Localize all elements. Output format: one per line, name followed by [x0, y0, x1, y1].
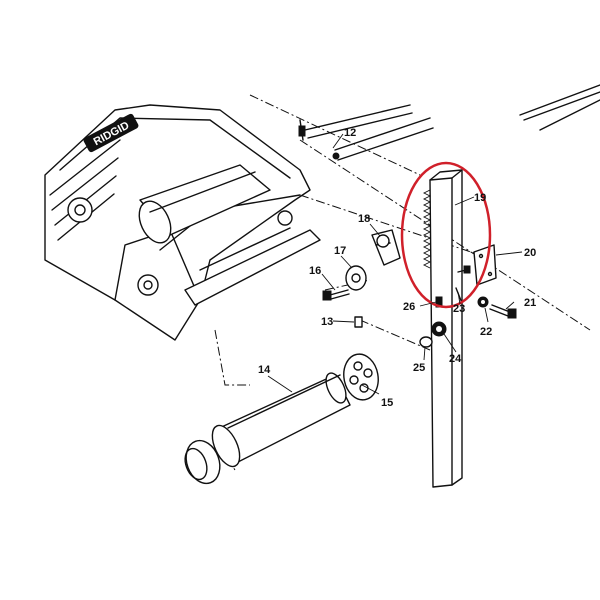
callout-12: 12 [344, 127, 356, 139]
part-24-gear [431, 321, 447, 337]
part-17-bushing [345, 265, 367, 291]
part-21-bolt [489, 304, 517, 319]
callout-18: 18 [358, 213, 370, 225]
callout-22: 22 [480, 326, 492, 338]
callout-24: 24 [449, 353, 462, 365]
part-12-rods [298, 104, 434, 161]
callout-20: 20 [524, 247, 536, 259]
part-14-tube [211, 372, 351, 468]
highlight-ring [400, 161, 492, 309]
callout-19: 19 [474, 192, 486, 204]
callout-13: 13 [321, 316, 333, 328]
callout-26: 26 [403, 301, 415, 313]
callout-21: 21 [524, 297, 536, 309]
machine-body [44, 104, 321, 341]
part-13-pin [354, 316, 363, 328]
part-18-bracket [371, 229, 401, 266]
partial-view-corner [519, 84, 600, 131]
part-15-wheel [343, 353, 379, 401]
callout-23: 23 [453, 303, 465, 315]
leader-lines [267, 133, 523, 395]
part-22-washer [477, 296, 489, 308]
callout-17: 17 [334, 245, 346, 257]
callout-25: 25 [413, 362, 425, 374]
part-16-screw [322, 289, 350, 301]
callout-14: 14 [258, 364, 271, 376]
end-cap [184, 439, 221, 485]
part-25-cap [419, 336, 433, 348]
callout-labels: 12 13 14 15 16 17 18 19 20 21 22 23 24 2… [258, 127, 536, 409]
callout-15: 15 [381, 397, 393, 409]
callout-16: 16 [309, 265, 321, 277]
